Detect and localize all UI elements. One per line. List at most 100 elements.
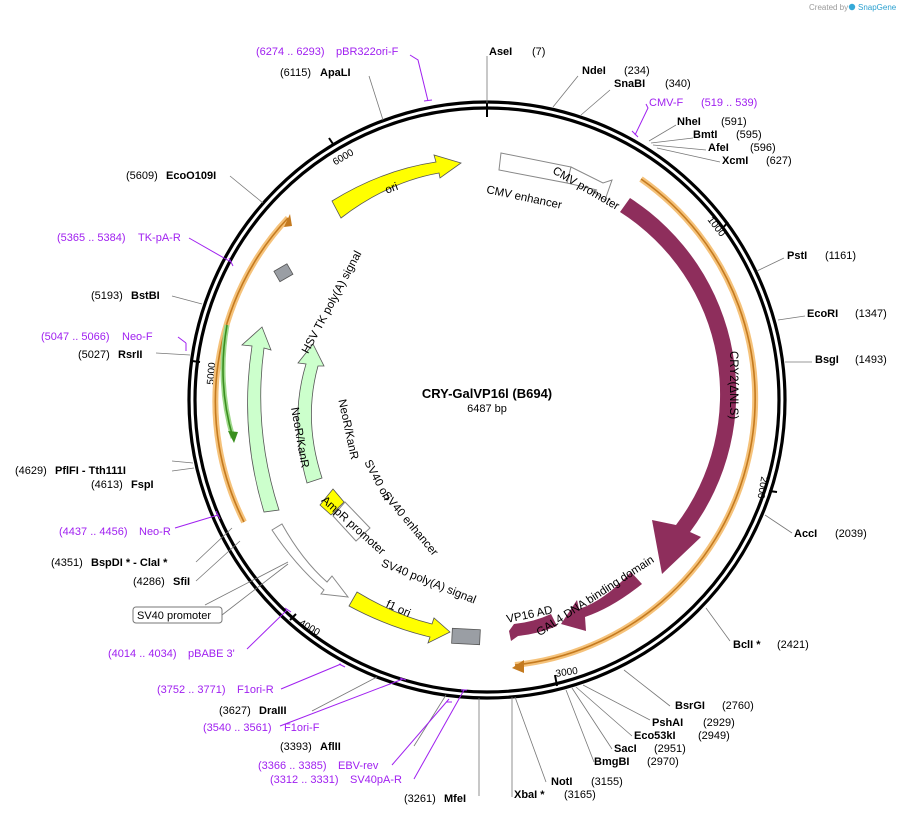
primer-label: Neo-F (122, 331, 153, 343)
site-pos: (2929) (703, 717, 735, 729)
site-pos: (591) (721, 116, 747, 128)
site-pos: (3627) (219, 705, 251, 717)
site-pos: (2421) (777, 639, 809, 651)
feature-label: GAL4 DNA binding domain (535, 554, 657, 639)
feature-sv40-polya (451, 627, 481, 646)
feature-label: ori (384, 181, 400, 197)
primer-range: (5365 .. 5384) (57, 232, 126, 244)
primer-label: F1ori-F (284, 722, 320, 734)
site-label: DraIII (259, 705, 287, 717)
site-pos: (3165) (564, 789, 596, 801)
orf-arcs (212, 176, 759, 673)
site-pos: (2039) (835, 528, 867, 540)
site-pos: (2951) (654, 743, 686, 755)
sv40-promoter-label: SV40 promoter (137, 610, 211, 622)
feature-label: NeoR/KanR (335, 398, 359, 461)
site-pos: (4629) (15, 465, 47, 477)
feature-label: SV40 enhancer (380, 490, 440, 559)
site-label: XcmI (722, 155, 748, 167)
primer-label: EBV-rev (338, 760, 379, 772)
primer-lines (174, 54, 649, 780)
site-labels: AseI (7) NdeI (234) SnaBI (340) NheI (59… (15, 46, 887, 805)
site-label: ApaLI (320, 67, 351, 79)
site-label: RsrII (118, 349, 142, 361)
site-label: XbaI * (514, 789, 545, 801)
tick-label: 4000 (297, 618, 322, 639)
primer-range: (3366 .. 3385) (258, 760, 327, 772)
site-pos: (340) (665, 78, 691, 90)
feature-label: SV40 poly(A) signal (379, 558, 477, 607)
primer-range: (3540 .. 3561) (203, 722, 272, 734)
plasmid-name: CRY-GalVP16l (B694) (422, 386, 552, 401)
feature-label: CMV enhancer (485, 184, 563, 212)
site-label: SacI (614, 743, 637, 755)
site-label: BmgBI (594, 756, 629, 768)
site-label: Eco53kI (634, 730, 676, 742)
feature-gal4 (561, 572, 642, 631)
site-pos: (5609) (126, 170, 158, 182)
site-label: MfeI (444, 793, 466, 805)
plasmid-length: 6487 bp (467, 403, 507, 415)
feature-sv40-enhancer (332, 501, 371, 542)
site-label: BsgI (815, 354, 839, 366)
tick-label: 3000 (555, 666, 579, 680)
site-pos: (2949) (698, 730, 730, 742)
site-label: NdeI (582, 65, 606, 77)
feature-label: SV40 ori (361, 458, 392, 503)
snapgene-logo-icon (848, 3, 856, 11)
site-pos: (5027) (78, 349, 110, 361)
primer-label: Neo-R (139, 526, 171, 538)
feature-sv40-ori (319, 488, 345, 516)
feature-label: CRY2(ΔNLS) (727, 351, 739, 419)
site-pos: (4613) (91, 479, 123, 491)
primer-label: SV40pA-R (350, 774, 402, 786)
site-label: BspDI * - ClaI * (91, 557, 168, 569)
site-label: BstBI (131, 290, 160, 302)
site-label: FspI (131, 479, 154, 491)
brand-text: SnapGene (858, 3, 897, 12)
feature-cry2 (620, 198, 737, 574)
site-label: AfeI (708, 142, 729, 154)
site-pos: (1161) (825, 250, 856, 262)
site-label: SnaBI (614, 78, 645, 90)
feature-neor-inner (297, 343, 325, 484)
site-label: NotI (551, 776, 572, 788)
site-pos: (2760) (722, 700, 754, 712)
primer-range: (3312 .. 3331) (270, 774, 339, 786)
site-pos: (596) (750, 142, 776, 154)
primer-range: (519 .. 539) (701, 97, 757, 109)
site-pos: (1347) (855, 308, 887, 320)
site-label: EcoRI (807, 308, 838, 320)
feature-label: HSV TK poly(A) signal (300, 249, 364, 355)
feature-ampr-promoter (271, 523, 350, 598)
feature-hsv-tk-polya (273, 263, 294, 283)
site-pos: (3393) (280, 741, 312, 753)
site-label: BsrGI (675, 700, 705, 712)
primer-labels: (6274 .. 6293) pBR322ori-F CMV-F (519 ..… (41, 46, 757, 786)
site-label: AccI (794, 528, 817, 540)
primer-label: pBR322ori-F (336, 46, 399, 58)
site-pos: (2970) (647, 756, 679, 768)
feature-vp16 (509, 614, 557, 641)
leader-lines (155, 56, 812, 797)
primer-label: CMV-F (649, 97, 684, 109)
feature-cmv-promoter (566, 166, 613, 201)
primer-range: (4014 .. 4034) (108, 648, 177, 660)
primer-range: (6274 .. 6293) (256, 46, 325, 58)
credit-text: Created by (809, 3, 848, 12)
site-pos: (3155) (591, 776, 623, 788)
site-label: PflFI - Tth111I (55, 465, 126, 477)
site-pos: (4286) (133, 576, 165, 588)
primer-label: F1ori-R (237, 684, 274, 696)
site-pos: (595) (736, 129, 762, 141)
features (241, 152, 737, 646)
primer-range: (3752 .. 3771) (157, 684, 226, 696)
site-pos: (4351) (51, 557, 83, 569)
site-pos: (1493) (855, 354, 887, 366)
site-label: PshAI (652, 717, 683, 729)
site-pos: (7) (532, 46, 545, 58)
feature-neor-outer (241, 326, 280, 513)
tick-label: 2000 (754, 476, 769, 500)
site-pos: (6115) (280, 67, 311, 79)
